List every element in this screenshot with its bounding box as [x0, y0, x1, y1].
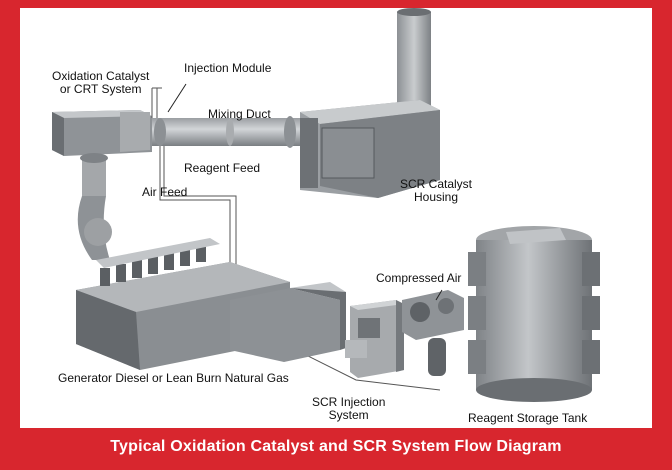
label-scr-injection-system-line2: System: [328, 408, 369, 422]
air-compressor: [402, 290, 464, 376]
label-injection-module: Injection Module: [184, 61, 272, 75]
scr-catalyst-housing: [290, 100, 440, 198]
exhaust-piping: [77, 153, 112, 260]
mixing-duct: [150, 116, 300, 148]
label-scr-injection-system: SCR Injection System: [312, 396, 385, 422]
generator-engine: [76, 238, 346, 370]
label-generator: Generator Diesel or Lean Burn Natural Ga…: [58, 371, 289, 385]
label-scr-catalyst-housing: SCR Catalyst Housing: [400, 178, 472, 204]
label-scr-catalyst-housing-line2: Housing: [414, 190, 459, 204]
label-air-feed: Air Feed: [142, 185, 188, 199]
label-oxidation-catalyst-line2: or CRT System: [59, 82, 142, 96]
label-scr-injection-system-line1: SCR Injection: [312, 395, 386, 409]
scr-injection-cabinet: [345, 300, 404, 378]
reagent-storage-tank: [468, 226, 600, 402]
leader-lines: [167, 83, 443, 301]
label-reagent-storage-tank: Reagent Storage Tank: [468, 411, 588, 425]
diagram-caption: Typical Oxidation Catalyst and SCR Syste…: [110, 438, 562, 455]
label-oxidation-catalyst-line1: Oxidation Catalyst: [52, 69, 150, 83]
label-mixing-duct: Mixing Duct: [208, 107, 271, 121]
exhaust-stack: [397, 8, 431, 112]
label-oxidation-catalyst: Oxidation Catalyst or CRT System: [52, 70, 149, 96]
label-scr-catalyst-housing-line1: SCR Catalyst: [400, 177, 473, 191]
oxidation-catalyst-housing: [52, 110, 152, 156]
label-reagent-feed: Reagent Feed: [184, 161, 261, 175]
label-compressed-air: Compressed Air: [376, 271, 462, 285]
